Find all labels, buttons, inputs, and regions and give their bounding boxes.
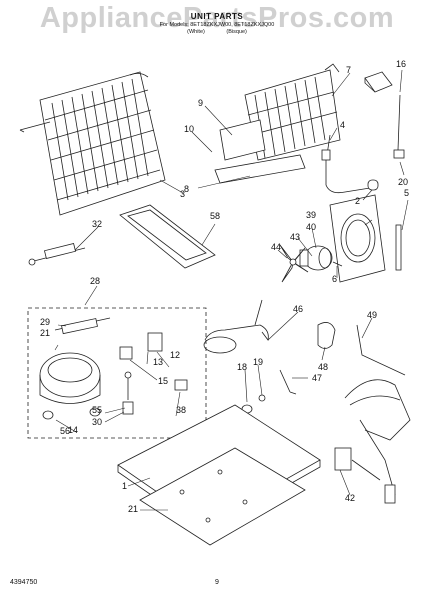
fan-bolt[interactable] bbox=[332, 261, 343, 267]
discharge-tube[interactable] bbox=[203, 299, 269, 354]
callout-5: 7 bbox=[346, 65, 351, 75]
callout-2: 2 bbox=[355, 196, 360, 206]
diagram-title: UNIT PARTS bbox=[190, 12, 244, 21]
callout-39: 39 bbox=[306, 210, 316, 220]
callout-19: 20 bbox=[398, 177, 408, 187]
callout-29: 29 bbox=[40, 317, 50, 327]
callout-56: 56 bbox=[60, 426, 70, 436]
callout-32: 30 bbox=[92, 417, 102, 427]
color-white: (White) bbox=[187, 29, 205, 35]
callout-labels: 16 7 9 10 4 8 3 2 20 5 58 39 32 40 43 44… bbox=[40, 59, 409, 514]
callout-28: 28 bbox=[90, 276, 100, 286]
foam-block[interactable] bbox=[364, 71, 393, 93]
callout-43: 43 bbox=[290, 232, 300, 242]
callout-40: 40 bbox=[306, 222, 316, 232]
document-number: 4394750 bbox=[10, 579, 38, 586]
wiring-harness[interactable] bbox=[334, 379, 411, 504]
callout-9: 10 bbox=[184, 124, 194, 134]
callout-18: 19 bbox=[253, 357, 263, 367]
grommet[interactable] bbox=[241, 394, 266, 414]
color-bisque: (Bisque) bbox=[226, 29, 247, 35]
fan-shroud[interactable] bbox=[329, 194, 386, 283]
callout-17: 18 bbox=[237, 362, 247, 372]
callout-58: 58 bbox=[210, 211, 220, 221]
evaporator-assembly[interactable] bbox=[214, 63, 341, 184]
callout-13: 13 bbox=[153, 357, 163, 367]
long-tube[interactable] bbox=[356, 324, 406, 376]
callout-47: 48 bbox=[318, 362, 328, 372]
callout-16: 16 bbox=[396, 59, 406, 69]
callout-48: 47 bbox=[312, 373, 322, 383]
callout-7: 9 bbox=[198, 98, 203, 108]
drain-rod[interactable] bbox=[395, 224, 402, 271]
callout-15: 15 bbox=[158, 376, 168, 386]
callout-49: 49 bbox=[367, 310, 377, 320]
callout-30: 32 bbox=[92, 219, 102, 229]
condenser-fan-motor[interactable] bbox=[299, 245, 333, 271]
callout-6: 6 bbox=[332, 274, 337, 284]
fan-blade[interactable] bbox=[279, 244, 309, 283]
model-list: For Models: 8ET18ZKXJW00, 8ET18ZKXJQ00 bbox=[159, 22, 275, 28]
suction-line[interactable] bbox=[317, 322, 336, 349]
callout-14: 14 bbox=[68, 425, 78, 435]
watermark: AppliancePartsPros.com bbox=[39, 2, 395, 34]
defrost-thermostat[interactable] bbox=[321, 134, 379, 194]
callout-44: 44 bbox=[271, 242, 281, 252]
page-number: 9 bbox=[215, 579, 219, 586]
callout-38: 38 bbox=[176, 405, 186, 415]
callout-42: 42 bbox=[345, 493, 355, 503]
filter-drier[interactable] bbox=[28, 243, 86, 266]
callout-12: 12 bbox=[170, 350, 180, 360]
callout-20: 21 bbox=[40, 328, 50, 338]
callout-4: 4 bbox=[340, 120, 345, 130]
leader-lines bbox=[54, 69, 409, 511]
condenser-coil[interactable] bbox=[19, 71, 166, 216]
compressor-kit[interactable] bbox=[27, 307, 207, 439]
callout-3: 3 bbox=[180, 189, 185, 199]
callout-55: 55 bbox=[92, 405, 102, 415]
sensor-lead[interactable] bbox=[393, 94, 405, 159]
insulation-pad[interactable] bbox=[139, 447, 306, 546]
color-variants: (White) (Bisque) bbox=[0, 29, 434, 35]
drain-tube[interactable] bbox=[279, 369, 297, 395]
callout-10: 5 bbox=[404, 188, 409, 198]
drain-pan[interactable] bbox=[119, 204, 216, 269]
callout-21: 21 bbox=[128, 504, 138, 514]
callout-46: 46 bbox=[293, 304, 303, 314]
callout-1: 1 bbox=[122, 481, 127, 491]
callout-8: 8 bbox=[184, 184, 189, 194]
